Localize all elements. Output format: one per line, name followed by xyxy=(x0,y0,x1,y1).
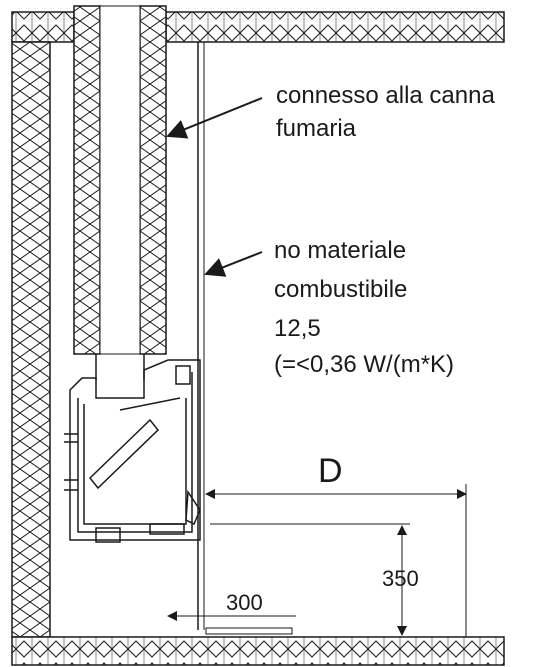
floor-insulation xyxy=(11,636,505,666)
height-label: 350 xyxy=(382,566,419,591)
flue-label-line2: fumaria xyxy=(276,115,357,142)
fireplace-insert xyxy=(64,359,201,543)
wall-label-line4: (=<0,36 W/(m*K) xyxy=(274,351,454,378)
floor-label: 300 xyxy=(226,590,263,615)
wall-arrow xyxy=(204,251,263,277)
annotation-arrows xyxy=(166,97,263,277)
flue-chimney xyxy=(73,5,167,380)
wall-label-line1: no materiale xyxy=(274,237,406,264)
dimension-lines xyxy=(167,484,467,637)
non-combustible-wall xyxy=(197,42,205,630)
wall-label-line3: 12,5 xyxy=(274,315,321,342)
wall-label-line2: combustibile xyxy=(274,276,407,303)
depth-label: D xyxy=(318,452,343,490)
flue-label-line1: connesso alla canna xyxy=(276,82,495,109)
ceiling-insulation xyxy=(11,11,505,43)
left-wall-insulation xyxy=(11,41,51,638)
flue-arrow xyxy=(166,97,263,139)
